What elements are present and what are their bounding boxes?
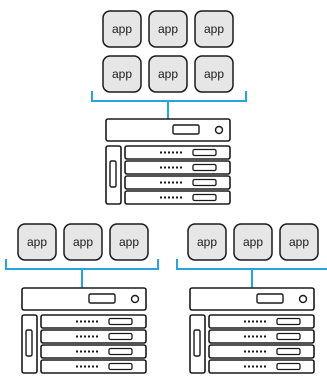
app-box: app [102,10,142,48]
app-box: app [148,10,188,48]
app-label: app [27,235,47,249]
app-box: app [17,223,57,261]
app-label: app [112,22,132,36]
server-blade [40,359,147,374]
server-side-panel [189,314,206,374]
app-box: app [63,223,103,261]
app-box: app [102,55,142,93]
server-blade [124,145,231,160]
app-box: app [148,55,188,93]
right-connector [176,259,327,288]
app-label: app [204,67,224,81]
top-server-stack [105,118,231,205]
app-box: app [279,223,319,261]
server-head-unit [105,118,231,142]
server-blade [40,329,147,344]
left-server-stack [21,287,147,374]
server-blade [40,344,147,359]
server-side-panel [21,314,38,374]
app-box: app [194,10,234,48]
server-blade [124,175,231,190]
server-head-unit [21,287,147,311]
app-label: app [158,22,178,36]
top-app-group: app app app app app app [102,10,234,93]
server-side-panel [105,145,122,205]
left-connector [5,259,159,288]
server-head-unit [189,287,315,311]
right-app-group: app app app [187,223,319,261]
app-label: app [73,235,93,249]
server-blade [124,190,231,205]
server-blade [124,160,231,175]
app-box: app [109,223,149,261]
app-label: app [289,235,309,249]
server-blade [208,344,315,359]
app-label: app [119,235,139,249]
app-box: app [233,223,273,261]
server-blade [208,359,315,374]
server-blade [208,329,315,344]
app-box: app [187,223,227,261]
top-connector [91,91,247,119]
app-label: app [204,22,224,36]
right-server-stack [189,287,315,374]
left-app-group: app app app [17,223,149,261]
app-label: app [243,235,263,249]
app-label: app [158,67,178,81]
app-label: app [112,67,132,81]
server-blade [208,314,315,329]
app-label: app [197,235,217,249]
server-blade [40,314,147,329]
app-box: app [194,55,234,93]
